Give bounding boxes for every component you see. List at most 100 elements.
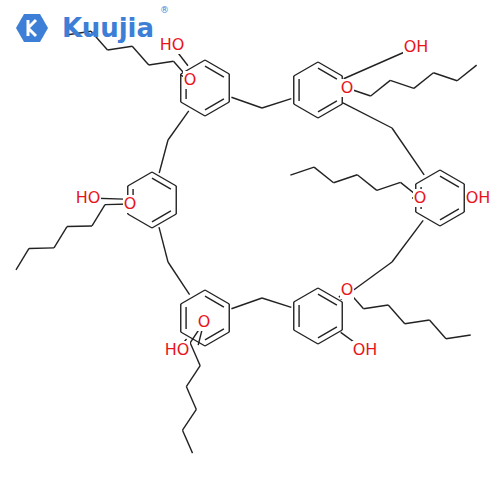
bond xyxy=(334,175,358,183)
bond xyxy=(92,205,105,226)
bond xyxy=(152,178,171,189)
bond xyxy=(185,307,186,329)
bond xyxy=(318,330,342,344)
bond xyxy=(318,294,337,305)
bond xyxy=(392,220,423,262)
bond xyxy=(205,99,224,110)
bond xyxy=(318,327,337,338)
atom-label: HO xyxy=(164,341,191,359)
bond xyxy=(181,102,205,116)
bond xyxy=(341,262,392,299)
bond xyxy=(152,172,176,186)
atom-label: OH xyxy=(403,38,430,56)
bond xyxy=(108,46,133,50)
bond xyxy=(318,101,337,112)
watermark: Kuujia xyxy=(62,13,154,43)
atom-label: O xyxy=(413,189,428,207)
bond xyxy=(440,209,459,220)
atom-label: HO xyxy=(75,189,102,207)
bond xyxy=(205,66,224,77)
bond xyxy=(205,60,229,74)
bond xyxy=(293,76,294,104)
bond xyxy=(318,62,342,76)
bond xyxy=(416,212,440,226)
bond xyxy=(205,102,229,116)
bond xyxy=(294,62,318,76)
bond xyxy=(182,409,196,430)
bond xyxy=(152,214,176,228)
bond xyxy=(416,170,440,184)
bond xyxy=(205,290,229,304)
bond xyxy=(176,186,177,214)
bond xyxy=(262,298,291,307)
bond xyxy=(67,225,92,227)
bond xyxy=(186,387,196,410)
bond xyxy=(294,104,318,118)
bond xyxy=(440,212,464,226)
bond xyxy=(429,320,446,339)
bond xyxy=(29,247,54,249)
bond xyxy=(392,128,424,175)
bond xyxy=(357,175,377,191)
bond xyxy=(181,290,205,304)
atom-label: O xyxy=(183,71,198,89)
bond xyxy=(343,103,392,128)
bond xyxy=(318,288,342,302)
atom-label: HO xyxy=(159,36,186,54)
atom-label: O xyxy=(340,79,355,97)
bond xyxy=(314,167,334,183)
bond xyxy=(152,211,171,222)
bond xyxy=(180,304,181,332)
bond xyxy=(294,330,318,344)
bond xyxy=(446,335,471,339)
bond xyxy=(298,79,299,101)
bond xyxy=(180,74,181,102)
bond xyxy=(390,80,414,88)
bond xyxy=(182,430,192,453)
bond xyxy=(128,214,152,228)
bond xyxy=(231,97,262,108)
bond xyxy=(186,366,200,387)
bond xyxy=(159,227,168,262)
bond xyxy=(457,65,477,81)
bond xyxy=(168,262,190,295)
bond xyxy=(231,298,262,309)
registered-mark: ® xyxy=(160,5,169,15)
bond xyxy=(405,320,430,324)
bond xyxy=(190,343,200,366)
bond xyxy=(433,73,457,81)
logo-icon xyxy=(16,14,48,42)
bond xyxy=(388,305,405,324)
atom-label: O xyxy=(340,281,355,299)
bond xyxy=(205,296,224,307)
bond xyxy=(294,288,318,302)
bond xyxy=(318,104,342,118)
bond xyxy=(342,302,343,330)
atom-label: OH xyxy=(465,189,492,207)
bond xyxy=(168,111,189,140)
bond xyxy=(54,227,67,248)
bond xyxy=(229,304,230,332)
bond xyxy=(205,332,229,346)
bond xyxy=(16,248,29,269)
bond xyxy=(128,172,152,186)
atom-label: O xyxy=(123,195,138,213)
bond xyxy=(159,140,168,173)
bond xyxy=(293,302,294,330)
bond xyxy=(440,170,464,184)
bond xyxy=(371,80,391,96)
bond xyxy=(132,46,149,65)
atom-label: OH xyxy=(352,341,379,359)
bond xyxy=(262,99,291,108)
bond xyxy=(364,305,389,309)
bond xyxy=(318,68,337,79)
bond xyxy=(377,182,401,190)
atom-label: O xyxy=(197,313,212,331)
bond xyxy=(149,61,174,65)
bond xyxy=(290,167,314,175)
bond xyxy=(298,305,299,327)
bond xyxy=(440,176,459,187)
bond xyxy=(229,74,230,102)
